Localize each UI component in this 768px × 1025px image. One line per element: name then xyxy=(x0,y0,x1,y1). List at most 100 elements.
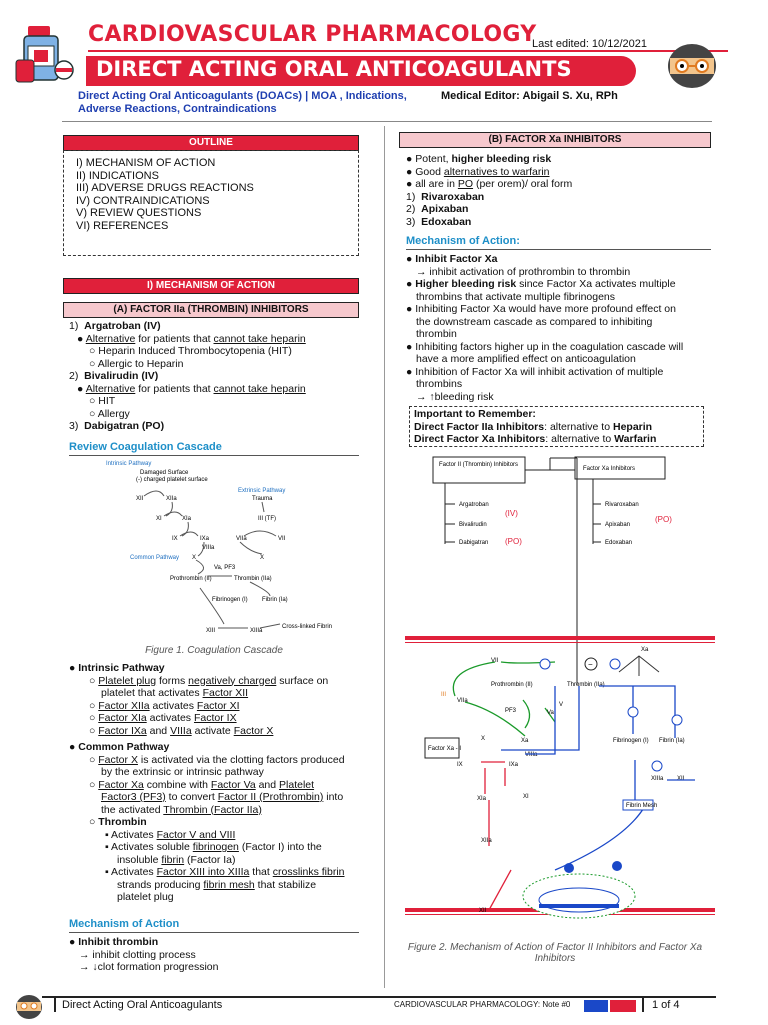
svg-text:XIa: XIa xyxy=(182,516,192,522)
svg-text:Factor Xa Inhibitors: Factor Xa Inhibitors xyxy=(583,466,635,472)
factor-iia-list: 1) Argatroban (IV) ● Alternative for pat… xyxy=(69,320,306,432)
footer-mascot-icon xyxy=(14,992,44,1020)
svg-text:Xa: Xa xyxy=(641,647,649,653)
factor-xa-list: ● Potent, higher bleeding risk ● Good al… xyxy=(406,153,573,228)
header-logo xyxy=(14,22,78,88)
drug-dabigatran: Dabigatran (PO) xyxy=(84,420,165,432)
figure2-caption: Figure 2. Mechanism of Action of Factor … xyxy=(407,942,703,964)
page-number: 1 of 4 xyxy=(652,999,680,1011)
svg-text:Apixaban: Apixaban xyxy=(605,522,630,528)
svg-text:Prothrombin (II): Prothrombin (II) xyxy=(491,682,533,688)
drug-apixaban: Apixaban xyxy=(421,203,469,215)
svg-text:Rivaroxaban: Rivaroxaban xyxy=(605,502,639,508)
footer-title: Direct Acting Oral Anticoagulants xyxy=(62,999,223,1011)
svg-text:Dabigatran: Dabigatran xyxy=(459,540,488,546)
svg-text:XIII: XIII xyxy=(206,628,215,634)
subsection-a-heading: (A) FACTOR IIa (THROMBIN) INHIBITORS xyxy=(63,302,359,318)
svg-text:Fibrin (Ia): Fibrin (Ia) xyxy=(659,738,685,744)
header-rule xyxy=(88,50,728,52)
review-cascade-heading: Review Coagulation Cascade xyxy=(69,441,222,453)
drug-bivalirudin: Bivalirudin (IV) xyxy=(84,370,159,382)
svg-text:VIIIa: VIIIa xyxy=(525,752,538,758)
outline-item[interactable]: VI) REFERENCES xyxy=(76,219,169,232)
svg-text:Fibrinogen (I): Fibrinogen (I) xyxy=(613,738,649,744)
svg-text:(IV): (IV) xyxy=(505,509,518,518)
svg-text:Thrombin (IIa): Thrombin (IIa) xyxy=(567,682,605,688)
intrinsic-common-notes: ● Intrinsic Pathway ○ Platelet plug form… xyxy=(69,662,345,903)
last-edited: Last edited: 10/12/2021 xyxy=(532,38,647,50)
footer-brand-logo xyxy=(584,999,636,1012)
svg-text:Xa: Xa xyxy=(521,738,529,744)
ninja-mascot-icon xyxy=(664,40,720,90)
rule xyxy=(69,455,359,456)
svg-text:VII: VII xyxy=(491,658,499,664)
svg-text:Edoxaban: Edoxaban xyxy=(605,540,632,546)
moa-diagram-figure: Factor II (Thrombin) Inhibitors Factor X… xyxy=(405,450,715,938)
svg-text:−: − xyxy=(588,660,593,669)
outline-item[interactable]: IV) CONTRAINDICATIONS xyxy=(76,194,210,207)
svg-text:IX: IX xyxy=(457,762,463,768)
header-title-line1: CARDIOVASCULAR PHARMACOLOGY xyxy=(88,22,537,47)
svg-text:Argatroban: Argatroban xyxy=(459,502,489,508)
header-subtitle: Direct Acting Oral Anticoagulants (DOACs… xyxy=(78,90,407,115)
svg-text:Fibrin Mesh: Fibrin Mesh xyxy=(626,803,657,809)
svg-text:Fibrin (Ia): Fibrin (Ia) xyxy=(262,597,288,603)
svg-text:VIIa: VIIa xyxy=(457,698,468,704)
svg-text:XI: XI xyxy=(523,794,529,800)
svg-text:Common Pathway: Common Pathway xyxy=(130,555,179,561)
svg-text:(-) charged platelet surface: (-) charged platelet surface xyxy=(136,477,208,483)
svg-text:Va: Va xyxy=(547,710,555,716)
medical-editor: Medical Editor: Abigail S. Xu, RPh xyxy=(441,90,618,102)
svg-text:IXa: IXa xyxy=(200,536,210,542)
footer-tick xyxy=(642,998,644,1012)
svg-text:XII: XII xyxy=(136,496,144,502)
footer-note: CARDIOVASCULAR PHARMACOLOGY: Note #0 xyxy=(394,1000,571,1009)
svg-text:IXa: IXa xyxy=(509,762,519,768)
figure1-caption: Figure 1. Coagulation Cascade xyxy=(145,645,283,656)
footer-tick xyxy=(54,998,56,1012)
outline-box: I) MECHANISM OF ACTION II) INDICATIONS I… xyxy=(63,150,359,256)
column-divider xyxy=(384,126,385,988)
svg-text:VIIIa: VIIIa xyxy=(202,545,215,551)
subsection-b-heading: (B) FACTOR Xa INHIBITORS xyxy=(399,132,711,148)
outline-item[interactable]: III) ADVERSE DRUGS REACTIONS xyxy=(76,182,254,194)
svg-text:XIIIa: XIIIa xyxy=(651,776,664,782)
svg-text:IX: IX xyxy=(172,536,178,542)
svg-text:Trauma: Trauma xyxy=(252,496,273,502)
svg-text:Fibrinogen (I): Fibrinogen (I) xyxy=(212,597,248,603)
header-title-bar xyxy=(86,56,636,86)
rule xyxy=(406,249,711,250)
svg-text:XI: XI xyxy=(156,516,162,522)
outline-item[interactable]: I) MECHANISM OF ACTION xyxy=(76,157,216,169)
factor-xa-moa-notes: ● Inhibit Factor Xa → inhibit activation… xyxy=(406,253,684,403)
svg-text:XIa: XIa xyxy=(477,796,487,802)
svg-text:III (TF): III (TF) xyxy=(258,516,276,522)
outline-item[interactable]: V) REVIEW QUESTIONS xyxy=(76,207,202,219)
section1-heading: I) MECHANISM OF ACTION xyxy=(63,278,359,294)
svg-text:VIIa: VIIa xyxy=(236,536,247,542)
outline-item[interactable]: II) INDICATIONS xyxy=(76,169,159,182)
svg-text:XIIIa: XIIIa xyxy=(250,628,263,634)
outline-heading: OUTLINE xyxy=(63,135,359,151)
svg-text:Factor II (Thrombin) Inhibitor: Factor II (Thrombin) Inhibitors xyxy=(439,462,518,468)
moa-heading-left: Mechanism of Action xyxy=(69,918,180,930)
svg-text:Extrinsic Pathway: Extrinsic Pathway xyxy=(238,488,285,494)
drug-rivaroxaban: Rivaroxaban xyxy=(421,190,485,203)
drug-argatroban: Argatroban (IV) xyxy=(84,320,161,332)
drug-edoxaban: Edoxaban xyxy=(421,215,472,228)
svg-text:XII: XII xyxy=(677,776,685,782)
svg-text:(PO): (PO) xyxy=(655,515,672,524)
svg-text:Factor Xa - I: Factor Xa - I xyxy=(428,746,461,752)
svg-text:XIIa: XIIa xyxy=(166,496,177,502)
svg-text:III: III xyxy=(441,692,446,698)
svg-text:VII: VII xyxy=(278,536,286,542)
moa-heading-right: Mechanism of Action: xyxy=(406,235,520,247)
svg-text:X: X xyxy=(192,555,196,561)
svg-text:V: V xyxy=(559,702,563,708)
header-title-line2: DIRECT ACTING ORAL ANTICOAGULANTS xyxy=(96,57,572,81)
rule xyxy=(69,932,359,933)
svg-text:Bivalirudin: Bivalirudin xyxy=(459,522,487,528)
header-divider xyxy=(62,121,712,122)
svg-text:X: X xyxy=(481,736,485,742)
svg-text:PF3: PF3 xyxy=(505,708,517,714)
